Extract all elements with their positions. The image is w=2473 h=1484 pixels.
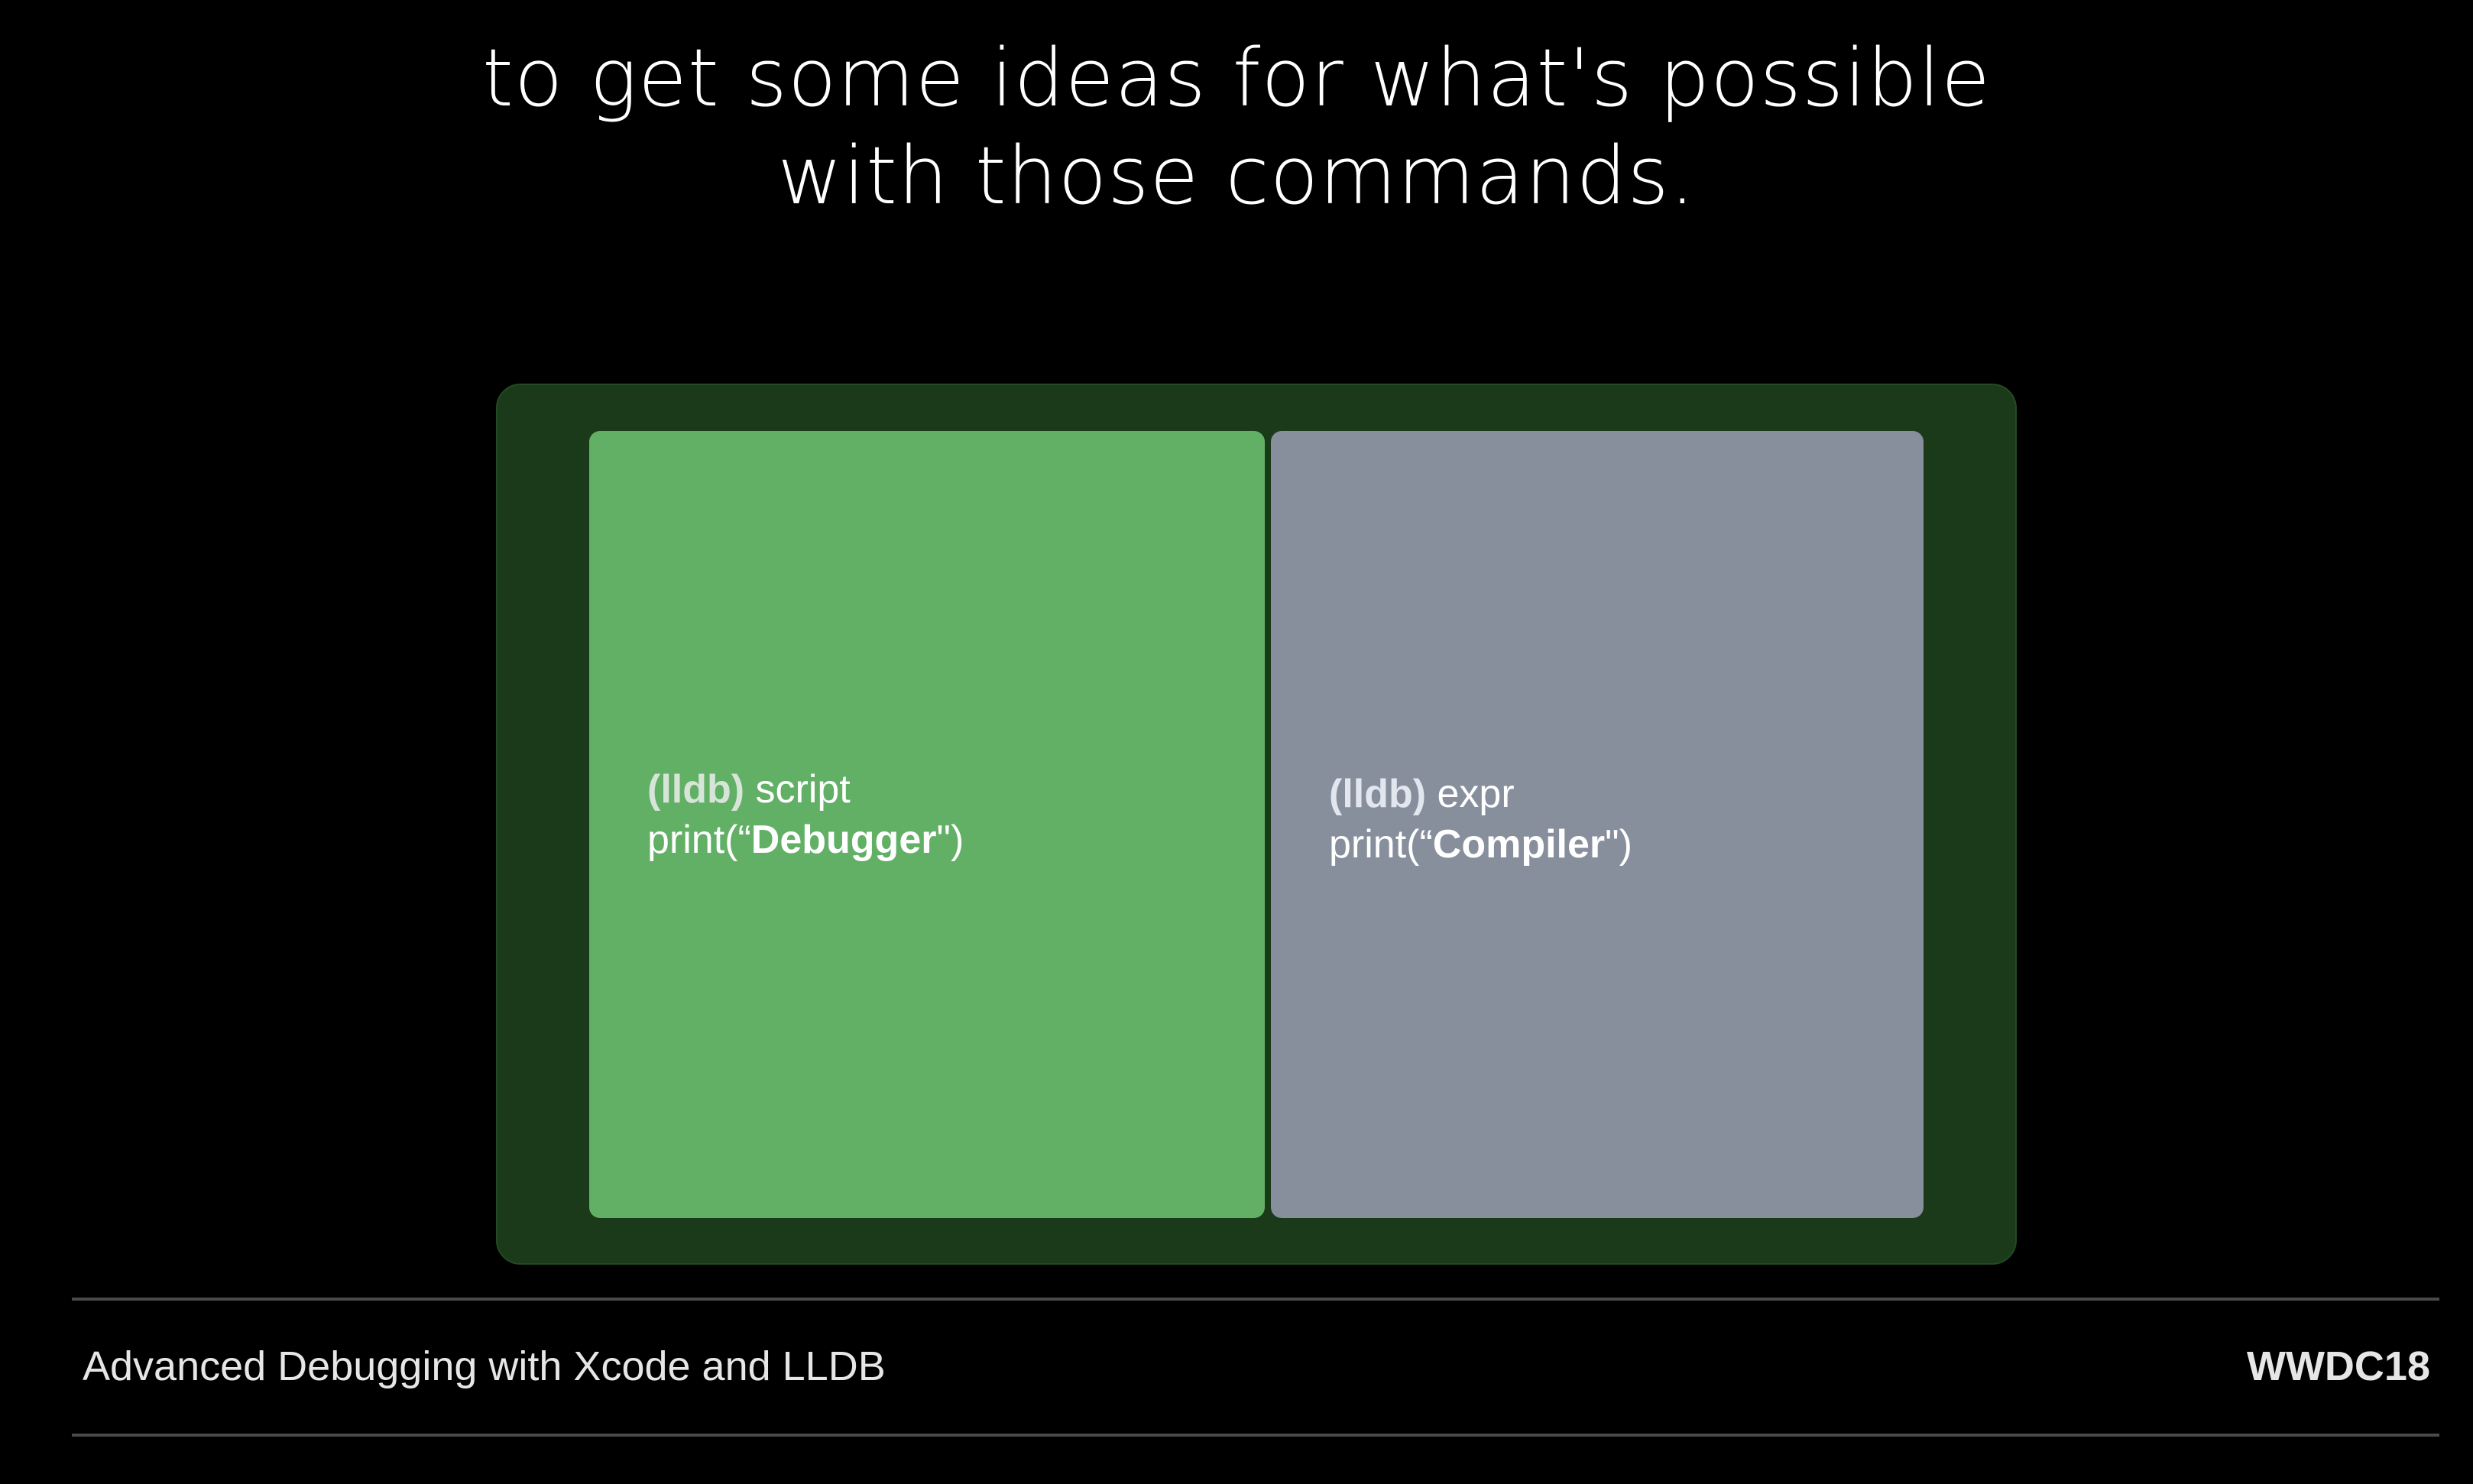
- compiler-call-suffix: "): [1605, 822, 1632, 867]
- debugger-panel: (lldb) script print(“Debugger"): [589, 431, 1265, 1218]
- debugger-prompt: (lldb): [647, 767, 745, 812]
- compiler-command: expr: [1426, 772, 1515, 816]
- debugger-command: script: [744, 767, 851, 812]
- caption-line-1: to get some ideas for what's possible: [482, 31, 1991, 125]
- slide-caption: to get some ideas for what's possible wi…: [0, 29, 2473, 225]
- compiler-call-line: print(“Compiler"): [1329, 819, 1632, 870]
- debugger-call-line: print(“Debugger"): [647, 815, 964, 865]
- compiler-command-line: (lldb) expr: [1329, 769, 1632, 819]
- compiler-panel: (lldb) expr print(“Compiler"): [1271, 431, 1924, 1218]
- session-title: Advanced Debugging with Xcode and LLDB: [83, 1343, 886, 1389]
- compiler-prompt: (lldb): [1329, 772, 1427, 816]
- debugger-call-prefix: print(“: [647, 818, 751, 862]
- event-label: WWDC18: [2247, 1343, 2430, 1389]
- debugger-call-suffix: "): [936, 818, 964, 862]
- debugger-code-block: (lldb) script print(“Debugger"): [647, 764, 964, 865]
- footer-divider-top: [72, 1298, 2439, 1301]
- footer-divider-bottom: [72, 1434, 2439, 1437]
- compiler-call-arg: Compiler: [1432, 822, 1606, 867]
- caption-line-2: with those commands.: [777, 129, 1696, 222]
- compiler-call-prefix: print(“: [1329, 822, 1433, 867]
- compiler-code-block: (lldb) expr print(“Compiler"): [1329, 769, 1632, 870]
- debugger-call-arg: Debugger: [750, 818, 937, 862]
- diagram-stage: (lldb) script print(“Debugger") (lldb) e…: [496, 384, 2017, 1265]
- debugger-command-line: (lldb) script: [647, 764, 964, 815]
